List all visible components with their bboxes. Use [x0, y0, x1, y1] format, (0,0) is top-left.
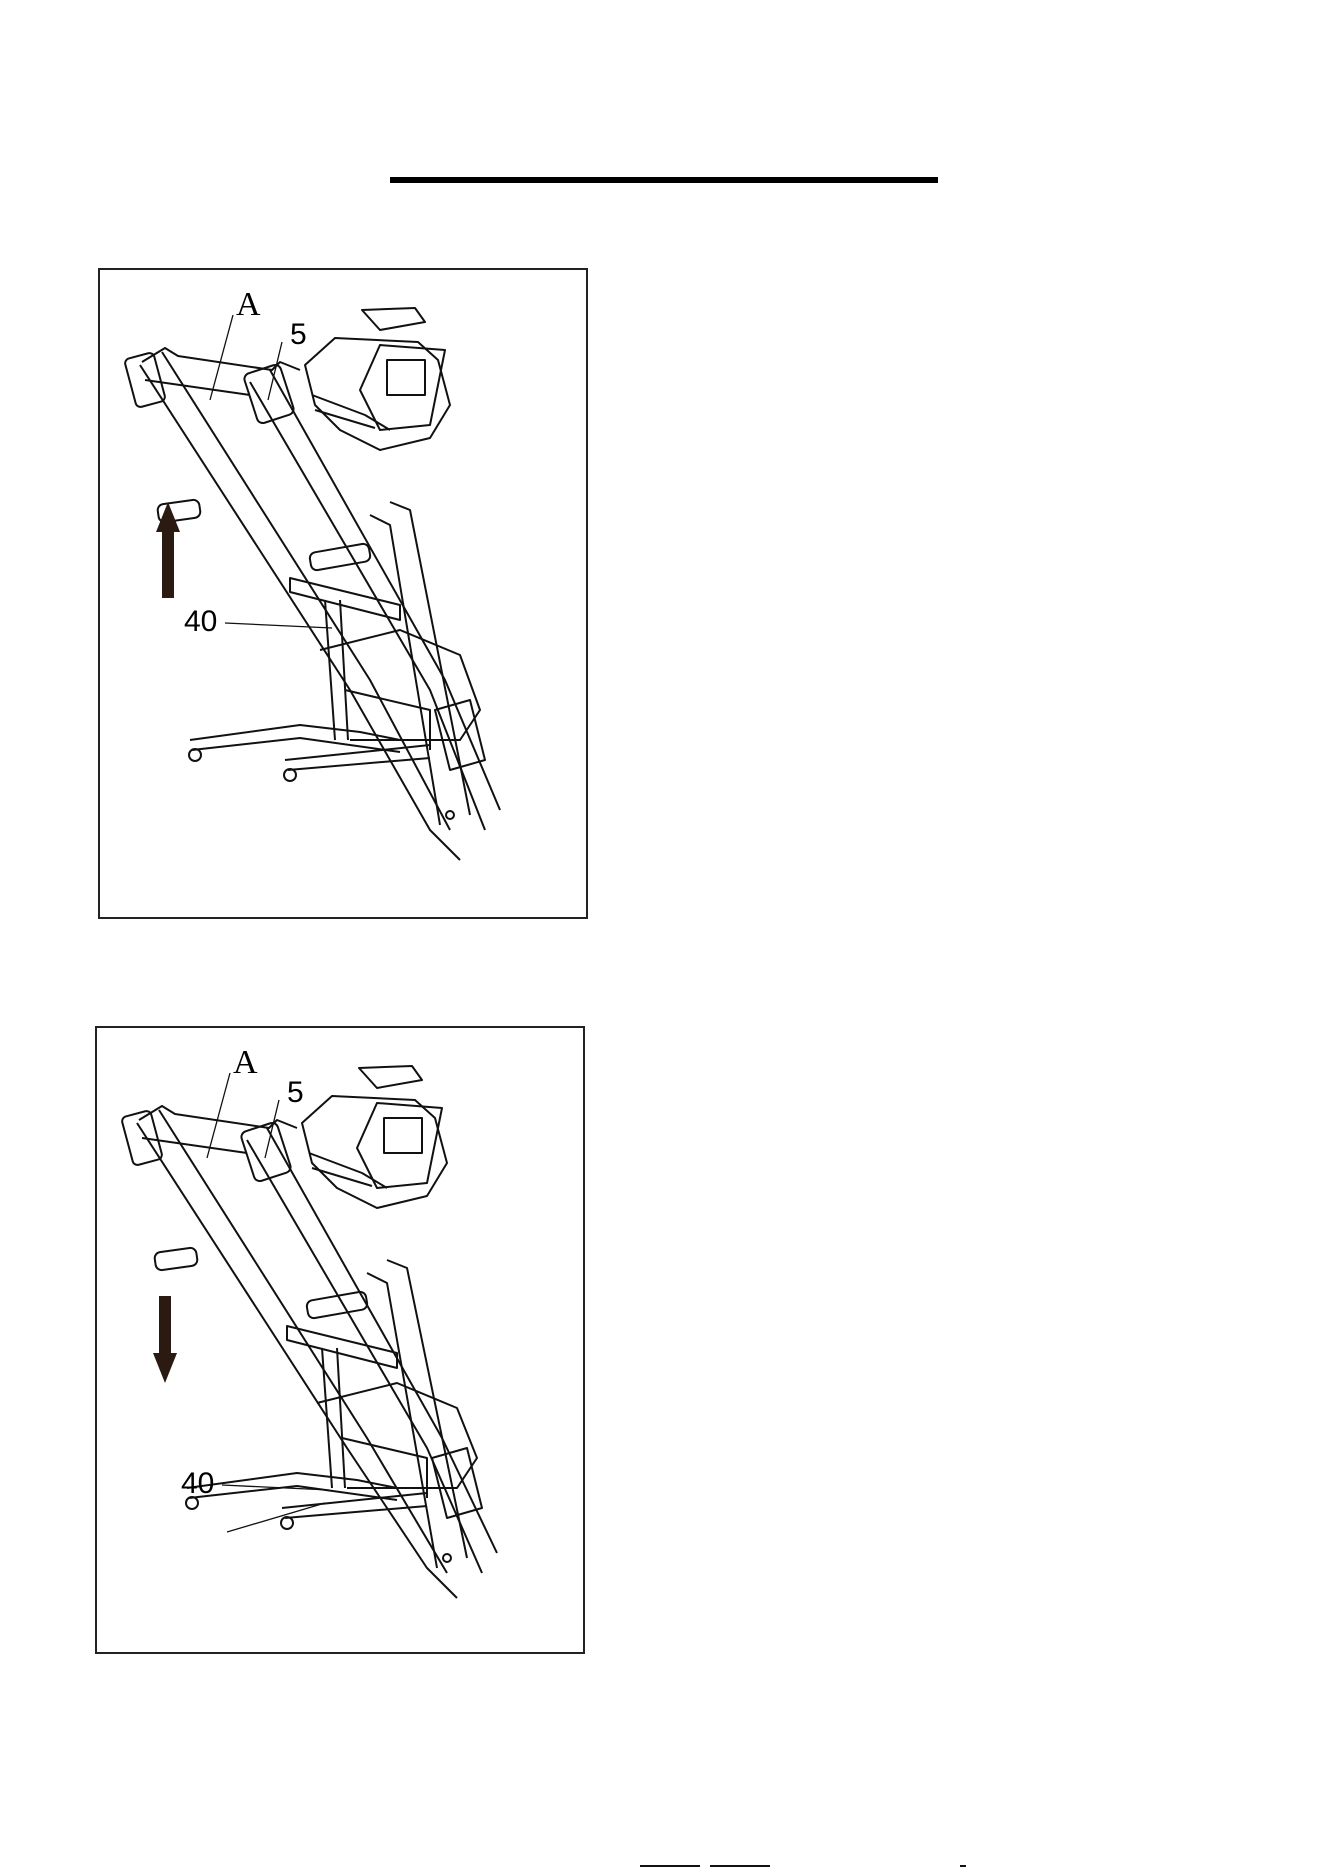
callout-a: A	[233, 1046, 258, 1080]
treadmill-drawing	[97, 1028, 583, 1652]
figure-fold-down: A 5 40	[95, 1026, 585, 1654]
callout-a: A	[236, 288, 261, 322]
leader-extra	[227, 1503, 325, 1532]
callout-5: 5	[290, 320, 307, 350]
title-rule	[390, 177, 938, 183]
callout-40: 40	[184, 607, 217, 637]
callout-40: 40	[181, 1469, 214, 1499]
arrow-up-icon	[156, 502, 180, 598]
arrow-down-icon	[153, 1296, 177, 1383]
leader-40	[225, 623, 332, 628]
bottom-scan-marks	[640, 1864, 980, 1869]
callout-5: 5	[287, 1078, 304, 1108]
treadmill-drawing	[100, 270, 586, 917]
leader-a	[207, 1073, 230, 1158]
leader-a	[210, 315, 233, 400]
figure-fold-up: A 5 40	[98, 268, 588, 919]
